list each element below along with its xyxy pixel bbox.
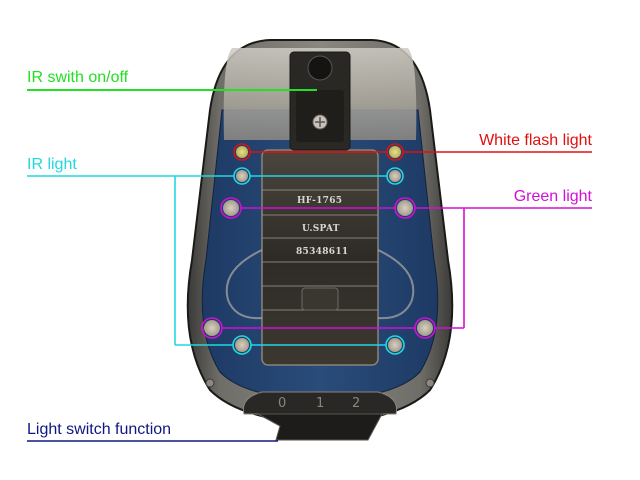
label-ir-switch: IR swith on/off	[27, 69, 129, 86]
switch-position-2: 2	[352, 396, 361, 411]
switch-position-0: 0	[278, 396, 287, 411]
screw-icons	[205, 378, 435, 388]
model-marking: HF-1765	[297, 196, 343, 206]
led-ir-bottom-right	[388, 338, 402, 352]
ir-switch-knob	[289, 51, 351, 151]
serial-marking: 85348611	[296, 247, 349, 257]
sensor-square	[301, 287, 339, 311]
label-green-light: Green light	[513, 188, 592, 205]
left-loop-rail	[225, 249, 263, 320]
led-array	[204, 146, 433, 352]
callout-ir-light-lines	[27, 167, 405, 355]
led-green-bottom-right	[417, 320, 433, 336]
label-light-switch-function: Light switch function	[27, 421, 172, 438]
label-ir-light: IR light	[27, 156, 77, 173]
led-green-top-left	[223, 200, 239, 216]
led-ir-top-right	[389, 170, 401, 182]
led-white-right	[389, 146, 401, 158]
patent-marking: U.SPAT	[302, 224, 340, 234]
led-green-bottom-left	[204, 320, 220, 336]
center-window	[261, 149, 379, 366]
switch-dial	[242, 391, 398, 415]
led-ir-top-left	[236, 170, 248, 182]
device-body	[186, 39, 454, 441]
led-white-left	[236, 146, 248, 158]
switch-position-1: 1	[316, 396, 325, 411]
window-ribs	[262, 189, 378, 311]
led-ir-bottom-left	[235, 338, 249, 352]
right-loop-rail	[377, 249, 415, 320]
callout-green-light-lines	[201, 197, 592, 339]
callout-white-flash-lines	[233, 143, 592, 161]
led-green-top-right	[397, 200, 413, 216]
label-white-flash-light: White flash light	[479, 132, 592, 149]
switch-tab	[257, 413, 383, 441]
